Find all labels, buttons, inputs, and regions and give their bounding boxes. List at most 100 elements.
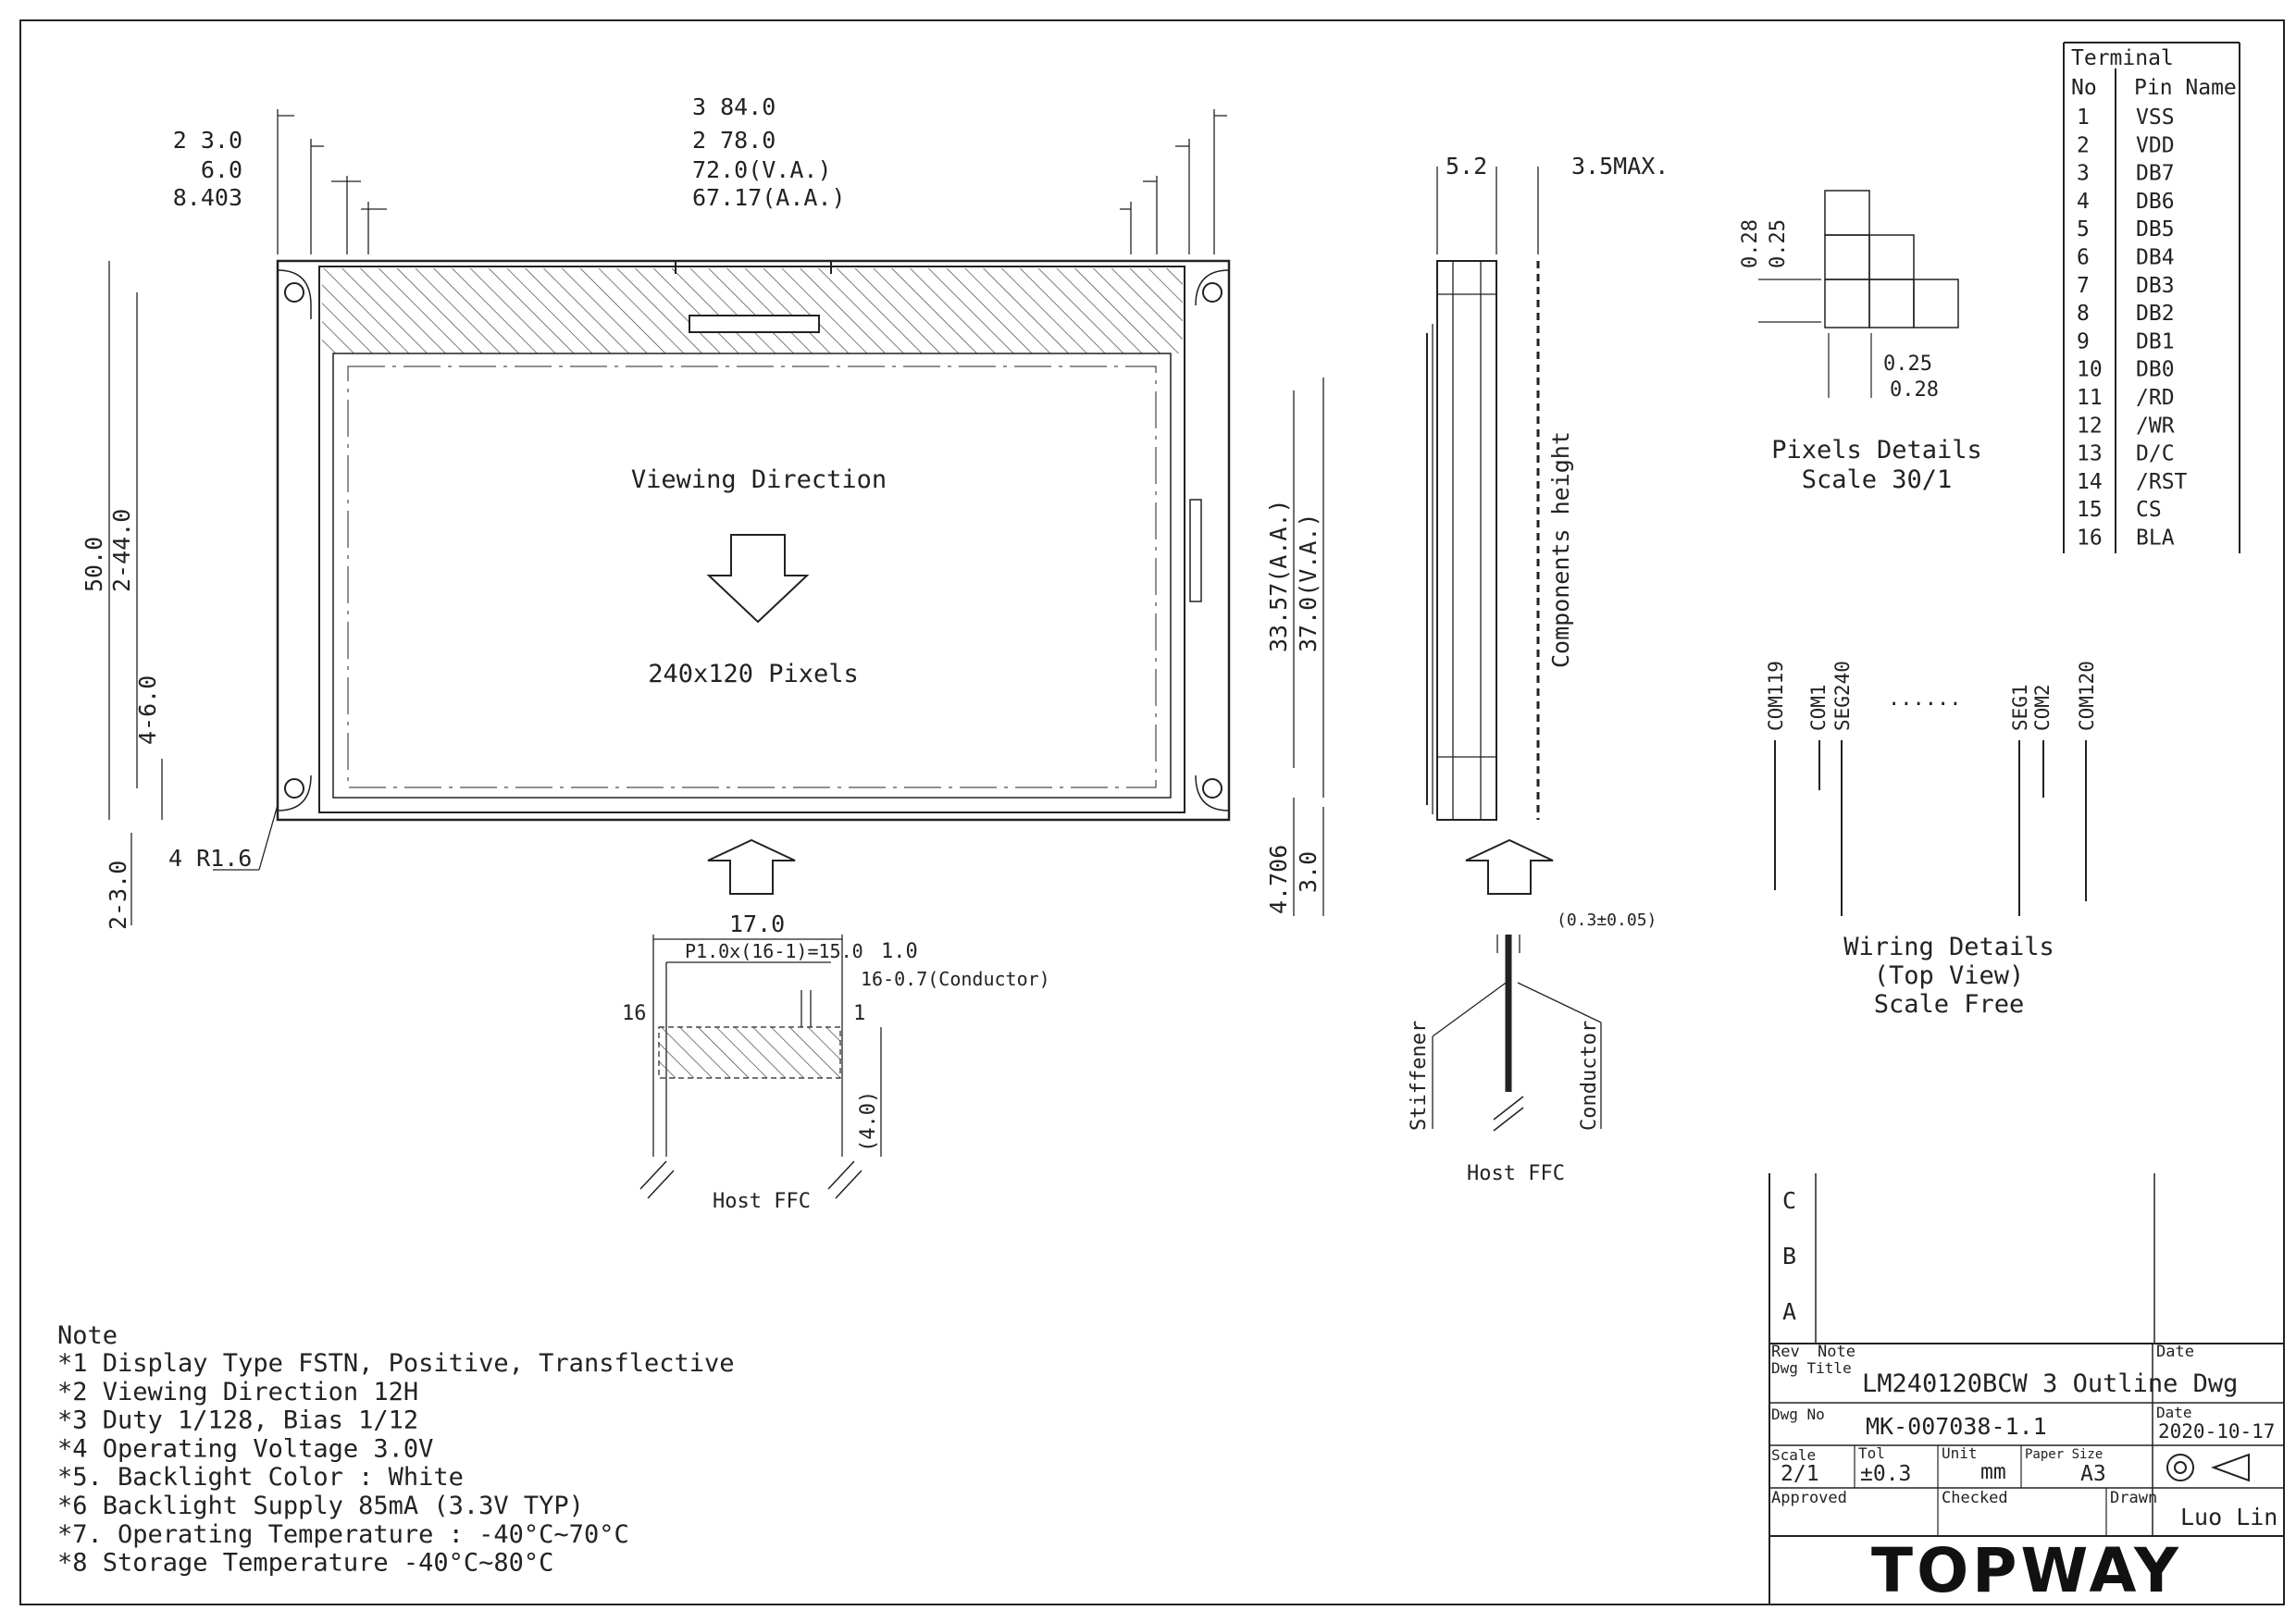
left-dim-inner: 2-44.0 [108, 509, 135, 592]
left-dim-lower: 4-6.0 [134, 675, 161, 745]
dwg-title: LM240120BCW 3 Outline Dwg [1862, 1369, 2238, 1398]
wiring-label: COM1 [1807, 684, 1830, 731]
pixel-dim-h: 0.25 [1883, 353, 1932, 376]
drawn-label: Drawn [2110, 1489, 2157, 1507]
ic-chip [689, 315, 820, 333]
terminal-pin-name: CS [2136, 498, 2162, 522]
viewing-direction-label: Viewing Direction [631, 465, 887, 494]
terminal-pin-name: DB6 [2136, 190, 2175, 214]
fpc-label: Host FFC [713, 1190, 811, 1213]
lcd-glass [318, 266, 1185, 813]
terminal-pin-number: 6 [2077, 246, 2090, 270]
pixel-details-scale: Scale 30/1 [1802, 465, 1953, 494]
terminal-pin-number: 7 [2077, 274, 2090, 298]
terminal-pin-name: BLA [2136, 527, 2175, 551]
tol-label: Tol [1858, 1444, 1885, 1462]
wiring-label: COM119 [1765, 661, 1787, 731]
top-dim: 2 78.0 [692, 127, 776, 154]
title-block: C B A Rev Note Date Dwg Title LM240120BC… [1769, 1173, 2284, 1606]
top-dim: 72.0(V.A.) [692, 156, 832, 183]
mount-hole [284, 282, 304, 303]
rev-a: A [1782, 1298, 1796, 1325]
terminal-pin-name: DB1 [2136, 329, 2175, 353]
terminal-pin-name: DB5 [2136, 217, 2175, 242]
rev-c: C [1782, 1187, 1796, 1214]
note-item: *5. Backlight Color : White [57, 1463, 464, 1492]
note-label: Note [1818, 1343, 1855, 1361]
top-dim: 67.17(A.A.) [692, 184, 846, 211]
stiffener-label: Stiffener [1408, 1021, 1431, 1131]
terminal-pin-number: 2 [2077, 133, 2090, 157]
wiring-label: COM120 [2076, 661, 2098, 731]
side-fpc-label: Host FFC [1467, 1162, 1565, 1185]
fpc-pin-first: 16 [622, 1002, 647, 1025]
dwg-no-label: Dwg No [1771, 1406, 1825, 1423]
drawn-by: Luo Lin [2180, 1504, 2277, 1530]
terminal-pin-name: D/C [2136, 442, 2175, 466]
date-label: Date [2156, 1343, 2194, 1361]
side-body [1436, 260, 1497, 821]
terminal-pin-number: 3 [2077, 162, 2090, 186]
pixel-details: 0.28 0.25 0.25 0.28 Pixels Details Scale… [1739, 190, 1982, 494]
notes-title: Note [57, 1321, 118, 1350]
note-item: *3 Duty 1/128, Bias 1/12 [57, 1406, 418, 1435]
viewing-area [332, 353, 1172, 799]
terminal-pin-name: DB7 [2136, 162, 2175, 186]
terminal-pin-number: 11 [2077, 386, 2103, 410]
unit-value: mm [1980, 1460, 2006, 1484]
active-area [347, 365, 1157, 788]
pixel-dim-v: 0.25 [1767, 219, 1790, 268]
terminal-pin-number: 4 [2077, 190, 2090, 214]
left-top-dim: 6.0 [201, 156, 242, 183]
terminal-pin-number: 15 [2077, 498, 2103, 522]
mount-hole [284, 778, 304, 799]
side-view: 5.2 3.5MAX. Components height (0.3±0.05)… [1408, 153, 1669, 1185]
wiring-title: Wiring Details [1843, 933, 2054, 961]
fpc-detail: 17.0 P1.0x(16-1)=15.0 1.0 16-0.7(Conduct… [622, 838, 1050, 1213]
terminal-title: Terminal [2071, 46, 2174, 70]
terminal-pin-name: VDD [2136, 133, 2175, 157]
terminal-pin-number: 13 [2077, 442, 2103, 466]
terminal-pin-number: 8 [2077, 302, 2090, 326]
corner-radius-note: 4 R1.6 [168, 845, 252, 872]
note-item: *4 Operating Voltage 3.0V [57, 1434, 433, 1463]
terminal-pin-number: 9 [2077, 329, 2090, 353]
wiring-dots: ...... [1888, 688, 1961, 711]
terminal-pin-name: DB0 [2136, 358, 2175, 382]
terminal-pin-name: DB2 [2136, 302, 2175, 326]
fpc-edge: 1.0 [881, 940, 918, 963]
note-item: *6 Backlight Supply 85mA (3.3V TYP) [57, 1492, 584, 1520]
approved-label: Approved [1771, 1489, 1847, 1507]
right-dim-low2: 3.0 [1295, 851, 1322, 893]
right-dim-va: 37.0(V.A.) [1295, 513, 1322, 652]
mount-hole [1202, 282, 1222, 303]
wiring-label: COM2 [2031, 684, 2054, 731]
fpc-width: 17.0 [729, 911, 785, 937]
fpc-pitch: P1.0x(16-1)=15.0 [685, 940, 863, 962]
wiring-scale: Scale Free [1874, 990, 2025, 1019]
projection-symbol-cone [2211, 1453, 2250, 1482]
side-dim-a: 5.2 [1446, 153, 1487, 180]
terminal-pin-number: 1 [2077, 105, 2090, 130]
wiring-subtitle: (Top View) [1874, 961, 2025, 990]
mount-hole [1202, 778, 1222, 799]
scale-value: 2/1 [1781, 1462, 1819, 1486]
note-item: *8 Storage Temperature -40°C~80°C [57, 1549, 553, 1578]
wiring-label: SEG240 [1831, 661, 1854, 731]
wiring-label: SEG1 [2009, 684, 2031, 731]
viewing-direction-arrow [706, 534, 810, 624]
wiring-details: COM119 COM1 SEG240 SEG1 COM2 COM120 ....… [1765, 661, 2098, 1019]
terminal-pin-number: 16 [2077, 527, 2103, 551]
note-item: *2 Viewing Direction 12H [57, 1378, 418, 1406]
rev-label: Rev [1771, 1343, 1800, 1361]
note-item: *1 Display Type FSTN, Positive, Transfle… [57, 1349, 735, 1378]
terminal-pin-name: /RST [2136, 470, 2188, 494]
right-dim-aa: 33.57(A.A.) [1265, 499, 1292, 652]
left-top-dim: 2 3.0 [173, 127, 242, 154]
terminal-pin-number: 12 [2077, 414, 2103, 438]
fpc-pin-last: 1 [853, 1002, 865, 1025]
fpc-length: (4.0) [857, 1091, 880, 1152]
left-top-dim: 8.403 [173, 184, 242, 211]
projection-symbol-circle [2166, 1454, 2194, 1481]
